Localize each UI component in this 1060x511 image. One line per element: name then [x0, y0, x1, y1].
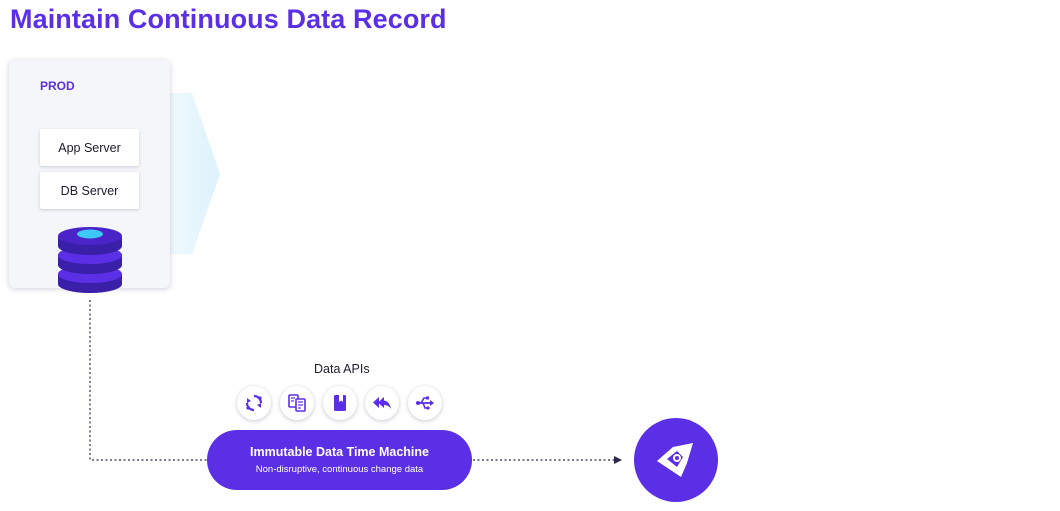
copy-documents-icon	[280, 386, 314, 420]
book-icon	[323, 386, 357, 420]
sync-icon	[237, 386, 271, 420]
time-machine-title: Immutable Data Time Machine	[250, 445, 429, 459]
db-server-box: DB Server	[40, 172, 139, 209]
usb-icon	[408, 386, 442, 420]
time-machine-subtitle: Non-disruptive, continuous change data	[255, 464, 424, 475]
prod-environment-panel: PROD App Server DB Server	[9, 60, 170, 293]
prod-flow-arrow	[170, 93, 220, 254]
arrowhead-icon	[614, 456, 622, 464]
prod-label: PROD	[40, 79, 75, 93]
database-stack-icon	[58, 227, 122, 293]
page-title: Maintain Continuous Data Record	[10, 4, 447, 34]
db-to-machine-line	[89, 300, 207, 461]
reply-all-icon	[365, 386, 399, 420]
app-server-box: App Server	[40, 129, 139, 166]
data-apis-label: Data APIs	[314, 362, 370, 376]
time-machine-node: Immutable Data Time Machine Non-disrupti…	[207, 430, 472, 490]
brand-logo-icon	[657, 443, 693, 477]
target-node	[634, 418, 718, 502]
